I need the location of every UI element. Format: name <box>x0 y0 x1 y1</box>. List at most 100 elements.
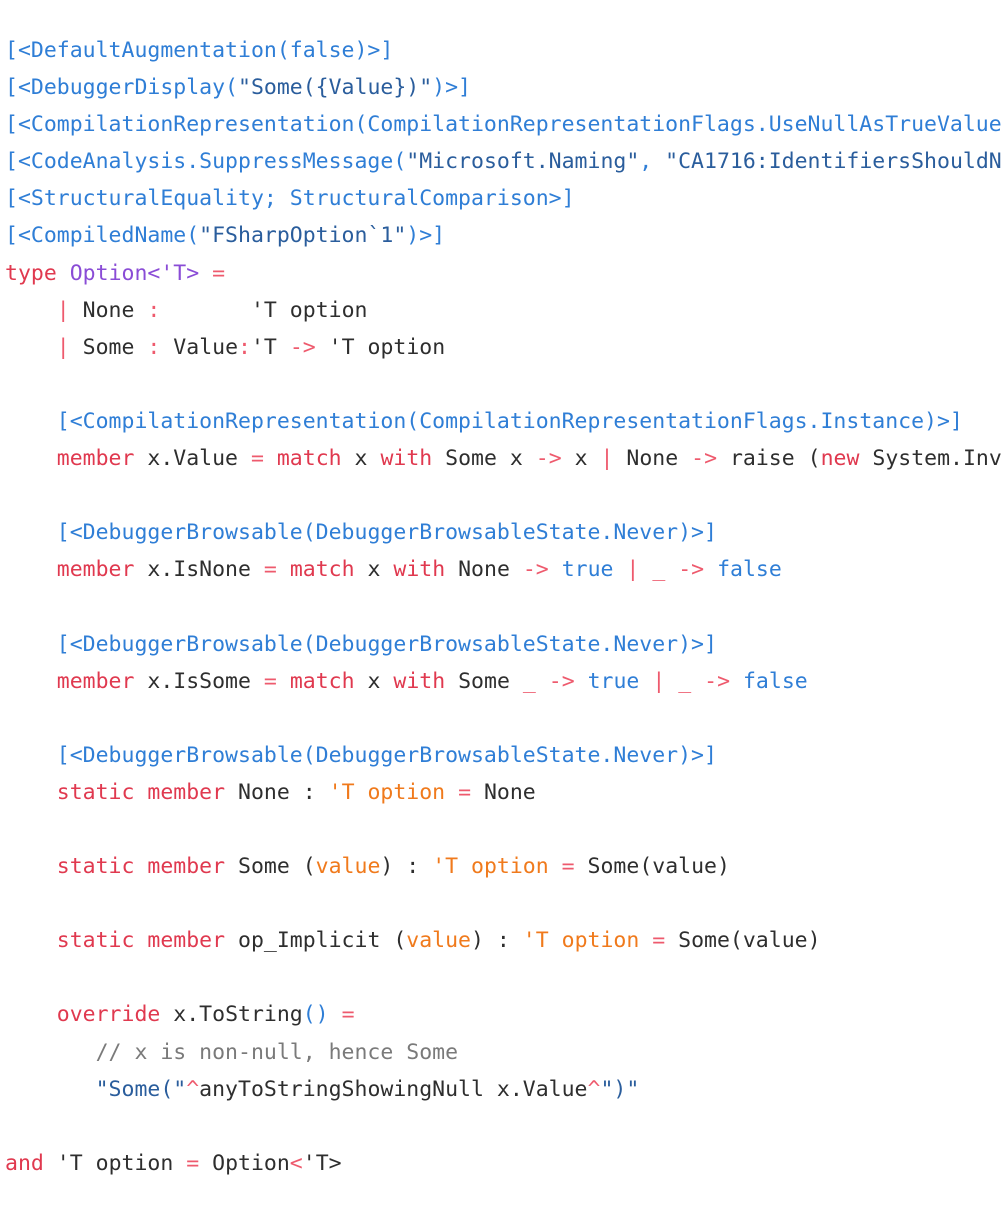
code-line <box>5 366 1003 403</box>
code-token <box>277 557 290 582</box>
code-line: [<CompilationRepresentation(CompilationR… <box>5 403 1003 440</box>
code-token <box>5 520 57 545</box>
code-token <box>277 669 290 694</box>
code-token: | <box>600 446 614 472</box>
code-line: [<CodeAnalysis.SuppressMessage("Microsof… <box>5 143 1003 180</box>
code-token <box>665 669 678 694</box>
code-line: [<CompilationRepresentation(CompilationR… <box>5 106 1003 143</box>
code-token: Value <box>160 334 239 360</box>
code-token: _ <box>652 557 666 583</box>
code-token: new <box>820 446 860 472</box>
code-line: static member None : 'T option = None <box>5 774 1003 811</box>
code-token: op_Implicit ( <box>225 928 407 954</box>
code-token <box>5 557 57 582</box>
code-token: "Some(" <box>95 1076 187 1102</box>
code-token: "Microsoft.Naming" <box>406 149 640 175</box>
code-token: : <box>147 334 161 360</box>
code-token <box>730 669 743 694</box>
code-token: Some(value) <box>665 928 821 954</box>
code-token: : <box>238 334 251 360</box>
code-token <box>5 1077 96 1102</box>
code-token: match <box>289 668 355 694</box>
code-line: [<DebuggerBrowsable(DebuggerBrowsableSta… <box>5 737 1003 774</box>
code-token: Some <box>82 334 148 360</box>
code-token: = <box>186 1150 200 1176</box>
code-token: [<DebuggerBrowsable(DebuggerBrowsableSta… <box>56 742 717 768</box>
code-token <box>575 669 588 694</box>
code-line: | None : 'T option <box>5 292 1003 329</box>
code-token <box>5 669 57 694</box>
code-token: System.InvalidOperationException( <box>872 446 1003 472</box>
code-token: static member <box>56 928 226 954</box>
code-token: -> <box>704 668 731 694</box>
code-token: 'T option <box>432 854 549 880</box>
code-line <box>5 1108 1003 1145</box>
code-token <box>5 743 57 768</box>
code-token: [<DebuggerDisplay( <box>5 75 238 101</box>
code-token <box>5 780 57 805</box>
code-token: member <box>56 557 135 583</box>
code-token: [<CompilationRepresentation(CompilationR… <box>5 112 1003 138</box>
code-line <box>5 588 1003 625</box>
code-token: , <box>639 149 666 175</box>
code-line: [<DebuggerDisplay("Some({Value})")>] <box>5 69 1003 106</box>
code-line: type Option<'T> = <box>5 255 1003 292</box>
code-token <box>5 409 57 434</box>
code-token: "FSharpOption`1" <box>199 223 407 249</box>
code-token <box>264 446 277 471</box>
code-line <box>5 700 1003 737</box>
code-token: | <box>652 668 666 694</box>
code-token: x <box>341 446 381 472</box>
code-token: = <box>263 668 277 694</box>
code-token: 'T option <box>328 779 446 805</box>
code-token <box>5 632 57 657</box>
code-token: ^ <box>186 1076 200 1102</box>
code-token: | <box>56 297 83 323</box>
code-token <box>639 669 652 694</box>
code-token: -> <box>289 334 316 360</box>
code-token <box>665 557 678 582</box>
code-token: x <box>354 668 394 694</box>
code-token: static member <box>56 779 226 805</box>
code-token: _ <box>678 668 692 694</box>
code-token: = <box>263 557 277 583</box>
code-token: < <box>289 1150 303 1176</box>
code-line: [<CompiledName("FSharpOption`1")>] <box>5 217 1003 254</box>
code-token: = <box>341 1002 355 1028</box>
code-token: -> <box>522 557 549 583</box>
code-token: Some x <box>432 446 536 472</box>
code-token: = <box>652 928 666 954</box>
code-token <box>5 446 57 471</box>
code-token: 'T option <box>43 1150 187 1176</box>
code-line <box>5 885 1003 922</box>
code-token: true <box>561 557 614 583</box>
code-line: and 'T option = Option<'T> <box>5 1145 1003 1182</box>
code-token: 'T option <box>315 334 446 360</box>
code-token: -> <box>678 557 705 583</box>
code-token: member <box>56 668 135 694</box>
code-token: [<DebuggerBrowsable(DebuggerBrowsableSta… <box>56 631 717 657</box>
code-line: [<DefaultAugmentation(false)>] <box>5 32 1003 69</box>
code-token: [<StructuralEquality; StructuralComparis… <box>5 186 575 212</box>
code-line: [<DebuggerBrowsable(DebuggerBrowsableSta… <box>5 626 1003 663</box>
code-token <box>639 928 652 953</box>
code-line <box>5 811 1003 848</box>
code-line: [<StructuralEquality; StructuralComparis… <box>5 180 1003 217</box>
code-token: [<CodeAnalysis.SuppressMessage( <box>5 149 407 175</box>
code-token: x.IsSome <box>134 668 264 694</box>
code-token <box>639 557 652 582</box>
code-token: 'T> <box>302 1150 342 1176</box>
code-token <box>5 854 57 879</box>
code-token: -> <box>535 446 562 472</box>
code-token: = <box>250 446 264 472</box>
code-token: Option<'T> <box>69 260 200 286</box>
code-line: // x is non-null, hence Some <box>5 1034 1003 1071</box>
code-token: value <box>315 854 381 880</box>
code-line: [<DebuggerBrowsable(DebuggerBrowsableSta… <box>5 514 1003 551</box>
code-token: Option <box>199 1150 290 1176</box>
code-token: member <box>56 446 135 472</box>
code-token: [<DebuggerBrowsable(DebuggerBrowsableSta… <box>56 520 717 546</box>
code-token: x.Value <box>134 446 251 472</box>
code-token: raise ( <box>717 446 821 472</box>
code-token: false <box>717 557 782 583</box>
